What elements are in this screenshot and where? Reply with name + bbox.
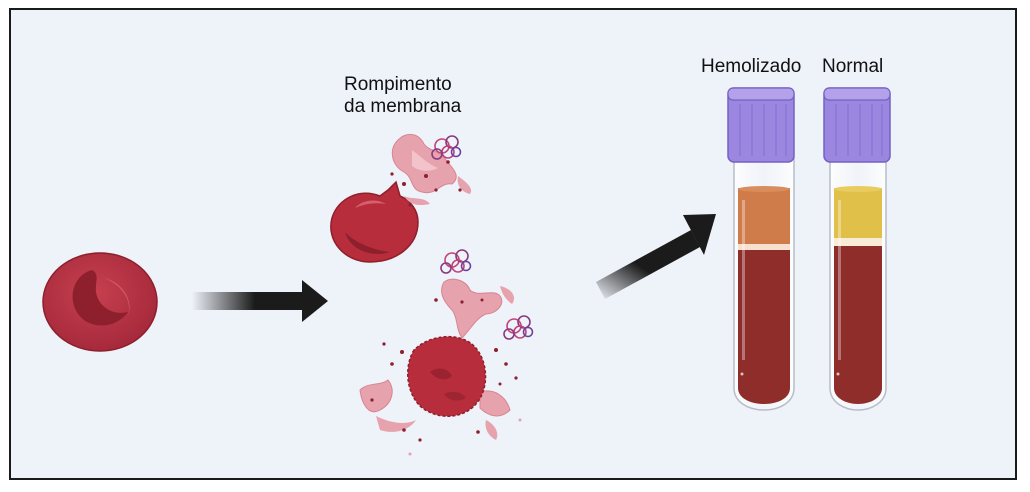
red-blood-cell-icon — [42, 252, 158, 352]
membrane-rupture-label: Rompimento da membrana — [344, 74, 461, 118]
hemoglobin-molecule-icon — [440, 249, 472, 274]
arrow-right-icon — [192, 280, 328, 322]
membrane-rupture-label-line2: da membrana — [344, 96, 462, 117]
normal-tube-icon — [823, 87, 891, 411]
lysed-cell-icon — [359, 278, 522, 456]
hemolyzed-tube-label: Hemolizado — [701, 56, 802, 77]
hemolyzed-tube-icon — [727, 87, 795, 411]
hemoglobin-molecule-icon — [431, 135, 462, 160]
rupturing-cell-icon — [330, 134, 472, 263]
membrane-rupture-label-line1: Rompimento — [344, 74, 452, 95]
hemoglobin-molecule-icon — [503, 315, 534, 340]
arrow-diagonal-icon — [596, 214, 716, 299]
normal-tube-label: Normal — [822, 56, 884, 77]
